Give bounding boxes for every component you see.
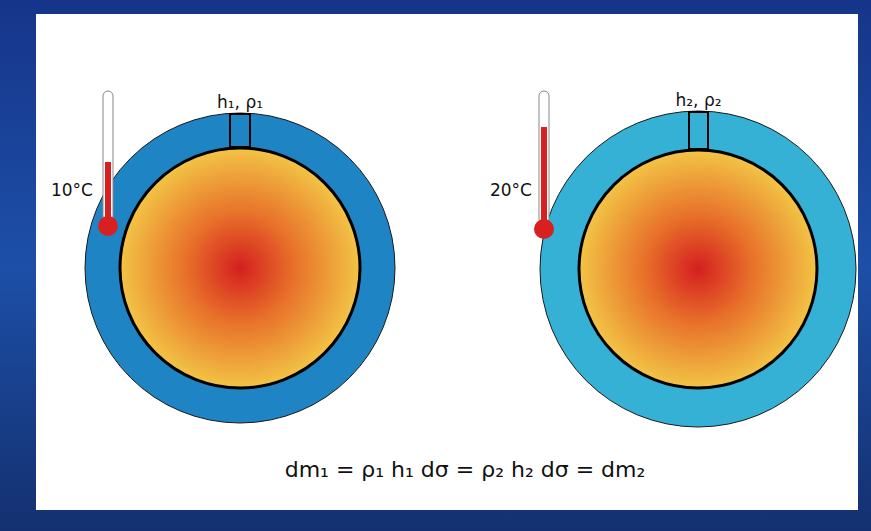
ocean-column: h₁, ρ₁ (229, 113, 251, 148)
mass-equation: dm₁ = ρ₁ h₁ dσ = ρ₂ h₂ dσ = dm₂ (285, 457, 646, 483)
caption: dm₁ = ρ₁ h₁ dσ = ρ₂ h₂ dσ = dm₂ (285, 457, 646, 483)
depth-density-label: h₂, ρ₂ (675, 90, 721, 110)
column-heading: h₁, ρ₁ (217, 92, 263, 112)
ocean-column: h₂, ρ₂ (688, 111, 709, 150)
column-heading: h₂, ρ₂ (675, 90, 721, 110)
temperature-label: 10°C (51, 180, 93, 200)
ocean-layer (540, 111, 856, 427)
temperature-text: 10°C (51, 180, 93, 200)
earth-core (120, 148, 360, 388)
temperature-label: 20°C (490, 180, 532, 200)
panel (36, 14, 858, 510)
depth-density-label: h₁, ρ₁ (217, 92, 263, 112)
thermometer (98, 91, 118, 236)
earth-core (579, 150, 817, 388)
temperature-text: 20°C (490, 180, 532, 200)
ocean-layer (85, 113, 395, 423)
thermometer (534, 91, 554, 239)
